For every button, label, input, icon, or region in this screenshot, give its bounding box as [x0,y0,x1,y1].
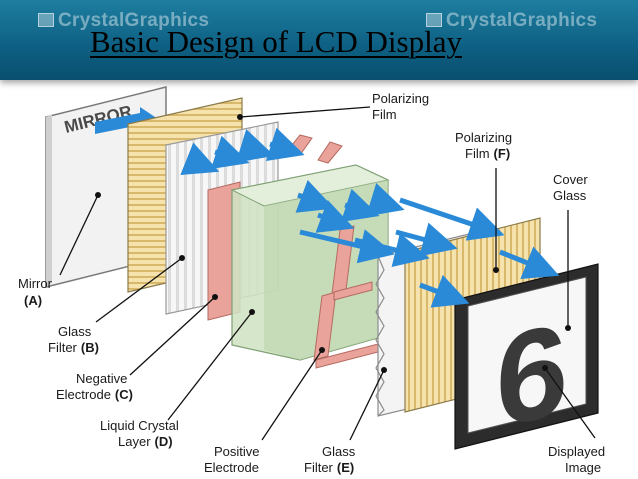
label-negative-electrode-tag: (C) [115,387,133,402]
leader-lines [59,106,596,441]
light-arrow-icon [419,274,470,308]
label-glass-filter-b-line1: Glass [58,324,92,339]
light-arrow-icon [180,142,220,175]
label-polarizing-film-line2: Film [372,107,397,122]
light-arrow-icon [265,127,305,162]
light-arrow-icon [210,135,250,170]
label-polarizing-film-f-line2: Film [465,146,490,161]
label-glass-filter-b-line2-group: Filter(B) [48,340,99,355]
label-polarizing-film-line1: Polarizing [372,91,429,106]
liquid-crystal-layer-d [230,164,390,361]
light-arrow-icon [340,188,380,223]
label-liquid-crystal-line1: Liquid Crystal [100,418,179,433]
label-positive-electrode-line2: Electrode [204,460,259,475]
label-mirror-line1: Mirror [18,276,53,291]
label-positive-electrode-line1: Positive [214,444,260,459]
label-glass-filter-e-line2: Filter [304,460,334,475]
light-arrow-icon [399,197,505,241]
label-liquid-crystal-tag: (D) [155,434,173,449]
label-displayed-image-line2: Image [565,460,601,475]
label-cover-glass-line1: Cover [553,172,588,187]
watermark-right: CrystalGraphics [426,10,597,32]
light-path-arrows [180,127,560,308]
light-arrow-icon [315,199,355,233]
light-arrow-icon [395,222,458,257]
watermark-left-text: CrystalGraphics [58,10,210,31]
label-polarizing-film-f-line1: Polarizing [455,130,512,145]
label-negative-electrode-line1: Negative [76,371,127,386]
light-arrow-icon [365,182,405,217]
label-cover-glass-line2: Glass [553,188,587,203]
header-bar: CrystalGraphics CrystalGraphics Basic De… [0,0,638,80]
label-glass-filter-b-tag: (B) [81,340,99,355]
light-arrow-icon [499,246,560,279]
label-liquid-crystal-line2: Layer [118,434,151,449]
label-negative-electrode-line2: Electrode [56,387,111,402]
slide-title: Basic Design of LCD Display [90,24,462,59]
label-liquid-crystal-line2-group: Layer (D) [118,434,173,449]
label-polarizing-film-f-tag: (F) [494,146,511,161]
crystalgraphics-logo-icon [426,13,442,27]
label-glass-filter-b-line2: Filter [48,340,78,355]
label-polarizing-film-f-line2-group: Film (F) [465,146,510,161]
light-arrow-icon [354,233,430,268]
watermark-right-text: CrystalGraphics [446,10,598,31]
cover-glass: 6 [454,263,599,456]
label-glass-filter-e-line2-group: Filter(E) [304,460,354,475]
label-negative-electrode-line2-group: Electrode (C) [56,387,133,402]
diagram-labels: Polarizing Film Polarizing Film (F) Cover… [18,91,605,475]
crystalgraphics-logo-icon [38,13,54,27]
light-arrow-icon [299,229,395,264]
light-arrow-icon [235,128,275,163]
watermark-left: CrystalGraphics [38,10,209,32]
displayed-digit: 6 [496,295,568,456]
label-displayed-image-line1: Displayed [548,444,605,459]
label-mirror-tag: (A) [24,293,42,308]
label-glass-filter-e-line1: Glass [322,444,356,459]
label-glass-filter-e-tag: (E) [337,460,354,475]
